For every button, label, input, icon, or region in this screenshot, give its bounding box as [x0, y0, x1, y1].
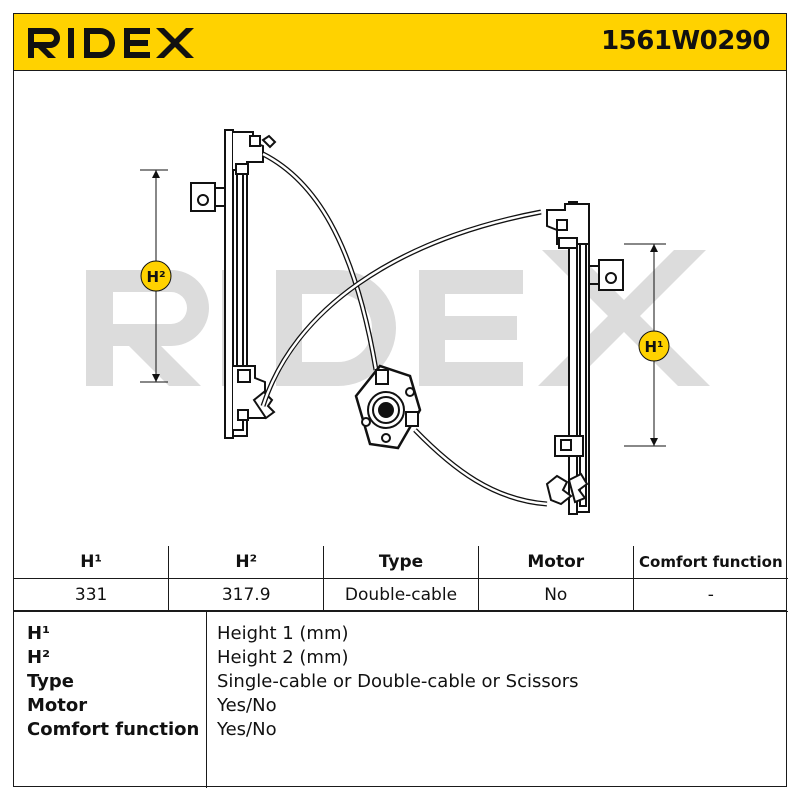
legend-key: Comfort function — [27, 719, 200, 740]
legend-value: Height 1 (mm) — [217, 623, 349, 644]
h2-dimension-badge: H² — [140, 260, 172, 292]
legend: H¹ Height 1 (mm) H² Height 2 (mm) Type S… — [14, 610, 786, 788]
specs-table: H¹ H² Type Motor Comfort function 331 31… — [14, 546, 788, 612]
ridex-logo — [28, 28, 194, 58]
specs-header-row: H¹ H² Type Motor Comfort function — [14, 546, 788, 579]
value-type: Double-cable — [323, 578, 479, 612]
value-motor: No — [477, 578, 634, 612]
window-regulator-drawing: H² H¹ — [86, 129, 710, 515]
legend-key: Motor — [27, 695, 88, 716]
legend-value: Yes/No — [217, 719, 277, 740]
product-sheet: 1561W0290 — [13, 13, 788, 788]
header-bar: 1561W0290 — [14, 14, 786, 71]
specs-value-row: 331 317.9 Double-cable No - — [14, 578, 788, 612]
header-type: Type — [323, 546, 479, 579]
legend-key: H² — [27, 647, 50, 668]
header-comfort-function: Comfort function — [632, 546, 788, 579]
legend-row-comfort-function: Comfort function Yes/No — [14, 719, 786, 743]
legend-row-type: Type Single-cable or Double-cable or Sci… — [14, 671, 786, 695]
h2-label: H² — [146, 268, 165, 286]
value-comfort-function: - — [632, 578, 788, 612]
h1-label: H¹ — [644, 338, 663, 356]
header-h1: H¹ — [14, 546, 170, 579]
legend-row-motor: Motor Yes/No — [14, 695, 786, 719]
part-number: 1561W0290 — [601, 26, 770, 56]
value-h1: 331 — [14, 578, 170, 612]
h1-dimension-badge: H¹ — [638, 330, 670, 362]
value-h2: 317.9 — [168, 578, 325, 612]
regulator-mechanism — [140, 129, 666, 515]
header-h2: H² — [168, 546, 325, 579]
legend-value: Yes/No — [217, 695, 277, 716]
legend-divider — [206, 611, 207, 788]
legend-key: Type — [27, 671, 74, 692]
legend-key: H¹ — [27, 623, 50, 644]
legend-row-h1: H¹ Height 1 (mm) — [14, 623, 786, 647]
legend-row-h2: H² Height 2 (mm) — [14, 647, 786, 671]
header-motor: Motor — [477, 546, 634, 579]
legend-value: Single-cable or Double-cable or Scissors — [217, 671, 579, 692]
technical-drawing: H² H¹ — [14, 70, 786, 546]
legend-value: Height 2 (mm) — [217, 647, 349, 668]
